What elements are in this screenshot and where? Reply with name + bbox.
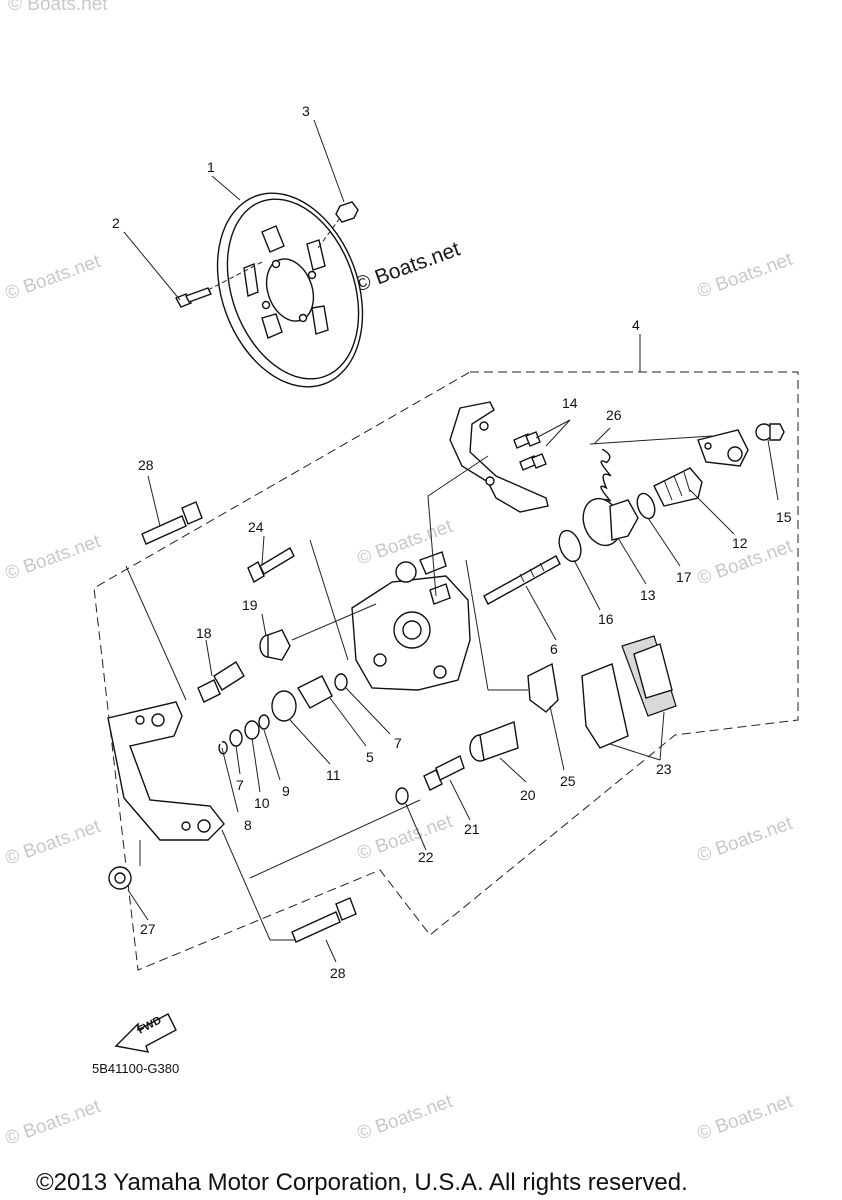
- callout-27: 27: [140, 921, 156, 937]
- bleed-screw: [197, 661, 245, 703]
- mounting-bolt: [141, 501, 203, 545]
- callout-28: 28: [138, 457, 154, 473]
- callout-4: 4: [632, 317, 640, 333]
- callout-5: 5: [366, 749, 374, 765]
- callout-22: 22: [418, 849, 434, 865]
- watermark: © Boats.net: [355, 1091, 456, 1145]
- callout-labels: 1 2 3 4 5 6 7 7 8 9 10 11 12 13 14 15 16…: [112, 103, 792, 981]
- watermark: © Boats.net: [355, 811, 456, 865]
- watermark: © Boats.net: [8, 0, 108, 15]
- callout-19: 19: [242, 597, 258, 613]
- caliper-body: [351, 551, 471, 691]
- caliper-bushing: [259, 629, 291, 661]
- callout-7: 7: [236, 777, 244, 793]
- callout-23: 23: [656, 761, 672, 777]
- watermark: © Boats.net: [695, 249, 796, 303]
- brake-disc: [216, 192, 364, 388]
- watermark: © Boats.net: [695, 813, 796, 867]
- washer: [395, 787, 409, 805]
- callout-17: 17: [676, 569, 692, 585]
- callout-14: 14: [562, 395, 578, 411]
- caliper-bracket: [449, 401, 549, 513]
- forward-arrow-icon: FWD: [114, 1013, 177, 1053]
- callout-1: 1: [207, 159, 215, 175]
- callout-12: 12: [732, 535, 748, 551]
- o-ring: [636, 492, 656, 520]
- bracket-bolts: [513, 431, 547, 471]
- callout-26: 26: [606, 407, 622, 423]
- caliper-assembly-outline: [93, 371, 799, 971]
- piston: [469, 721, 519, 762]
- callout-8: 8: [244, 817, 252, 833]
- o-ring: [558, 529, 582, 563]
- callout-16: 16: [598, 611, 614, 627]
- callout-10: 10: [254, 795, 270, 811]
- watermark: © Boats.net: [695, 1091, 796, 1145]
- cam-lever: [697, 429, 749, 467]
- callout-20: 20: [520, 787, 536, 803]
- callout-9: 9: [282, 783, 290, 799]
- copyright-notice: ©2013 Yamaha Motor Corporation, U.S.A. A…: [36, 1169, 688, 1196]
- seal-kit: [218, 673, 348, 755]
- lever-nut: [755, 423, 785, 441]
- mounting-bolt: [291, 897, 357, 943]
- watermark: © Boats.net: [3, 531, 104, 585]
- callout-21: 21: [464, 821, 480, 837]
- slide-pin: [247, 547, 295, 584]
- callout-7: 7: [394, 735, 402, 751]
- pin-bolt: [423, 755, 465, 791]
- callout-11: 11: [326, 767, 341, 783]
- callout-28: 28: [330, 965, 346, 981]
- adjuster-cap: [582, 497, 639, 547]
- callout-2: 2: [112, 215, 120, 231]
- callout-25: 25: [560, 773, 576, 789]
- callout-24: 24: [248, 519, 264, 535]
- watermark: © Boats.net: [3, 251, 104, 305]
- leader-lines: [123, 119, 779, 963]
- callout-15: 15: [776, 509, 792, 525]
- callout-13: 13: [640, 587, 656, 603]
- brake-pads: [581, 635, 677, 749]
- mounting-bracket: [107, 701, 225, 841]
- disc-bolt: [175, 261, 263, 308]
- watermark: © Boats.net: [3, 1096, 104, 1150]
- callout-6: 6: [550, 641, 558, 657]
- callout-3: 3: [302, 103, 310, 119]
- dust-boot: [653, 467, 703, 507]
- main-watermark: © Boats.net: [352, 237, 463, 296]
- callout-18: 18: [196, 625, 212, 641]
- bracket-nut: [108, 866, 132, 890]
- pad-spring: [527, 662, 559, 713]
- watermark: © Boats.net: [3, 816, 104, 870]
- disc-nut: [317, 201, 359, 249]
- drawing-code: 5B41100-G380: [92, 1061, 179, 1076]
- adjusting-shaft: [483, 555, 561, 605]
